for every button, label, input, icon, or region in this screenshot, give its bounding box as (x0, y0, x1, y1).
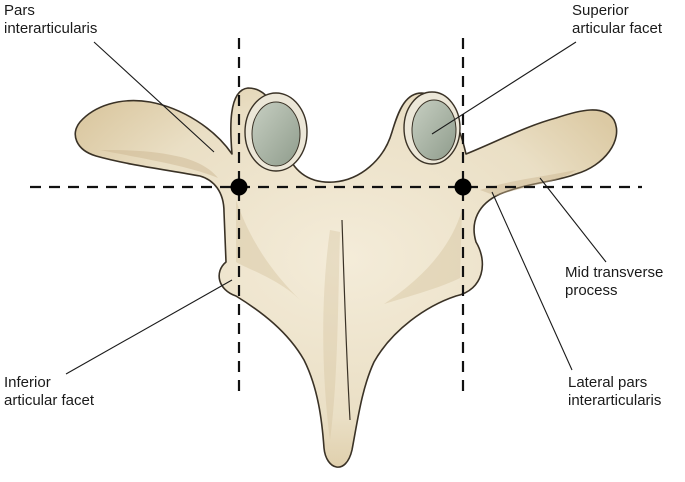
superior-articular-facet-left (245, 93, 307, 171)
label-lateral-pars-interarticularis: Lateral pars interarticularis (568, 374, 661, 410)
superior-articular-facet-right (404, 92, 460, 164)
intersection-point-right (455, 179, 472, 196)
vertebra-outline (75, 88, 616, 467)
label-mid-transverse-process: Mid transverse process (565, 264, 663, 300)
leader-lateral-pars-interarticularis (492, 192, 572, 370)
label-pars-interarticularis: Pars interarticularis (4, 2, 97, 38)
leader-mid-transverse-process (540, 178, 606, 262)
leader-inferior-articular-facet (66, 280, 232, 374)
label-superior-articular-facet: Superior articular facet (572, 2, 662, 38)
label-inferior-articular-facet: Inferior articular facet (4, 374, 94, 410)
intersection-point-left (231, 179, 248, 196)
